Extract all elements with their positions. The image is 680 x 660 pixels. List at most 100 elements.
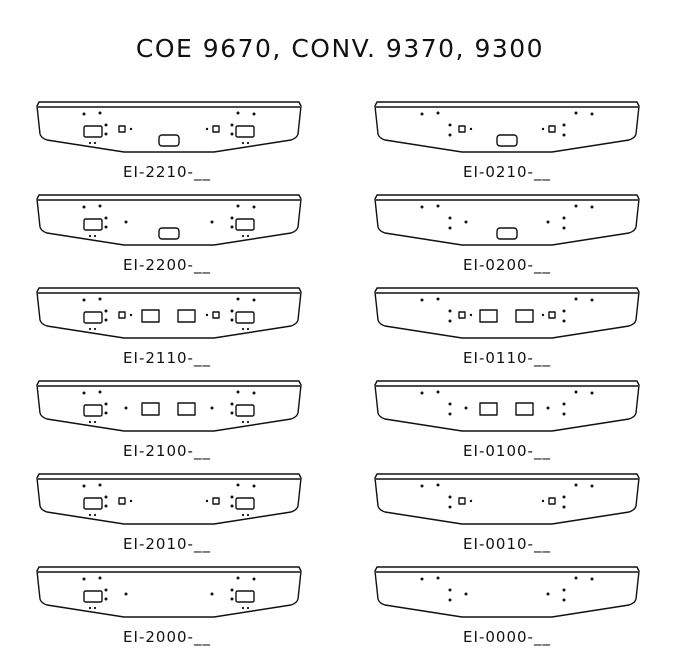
mounting-hole xyxy=(93,420,97,424)
license-oval-slot xyxy=(496,134,518,147)
marker-light-square xyxy=(118,497,126,505)
mounting-hole xyxy=(448,226,452,230)
bumper-panel: EI-2200-__ xyxy=(36,193,302,281)
mounting-hole xyxy=(562,588,566,592)
mounting-hole xyxy=(104,597,108,601)
mounting-holes xyxy=(420,576,594,602)
bumper-outline xyxy=(374,101,640,153)
mounting-hole xyxy=(252,577,256,581)
mounting-hole xyxy=(236,576,240,580)
bumper-drawing xyxy=(374,101,640,153)
mounting-hole xyxy=(236,483,240,487)
mounting-hole xyxy=(562,598,566,602)
mounting-hole xyxy=(448,412,452,416)
mounting-hole xyxy=(129,313,133,317)
mounting-hole xyxy=(82,298,86,302)
mounting-holes xyxy=(82,204,256,238)
mounting-holes xyxy=(82,483,256,517)
page-title: COE 9670, CONV. 9370, 9300 xyxy=(135,34,545,63)
mounting-hole xyxy=(562,216,566,220)
license-oval-slot xyxy=(496,227,518,240)
center-light-box xyxy=(515,402,534,416)
mounting-hole xyxy=(436,297,440,301)
mounting-holes xyxy=(82,576,256,610)
center-light-box xyxy=(479,309,498,323)
mounting-hole xyxy=(241,606,245,610)
bumper-outline xyxy=(374,194,640,246)
bumper-panel: EI-0000-__ xyxy=(374,565,640,653)
mounting-hole xyxy=(104,216,108,220)
mounting-hole xyxy=(236,204,240,208)
marker-light-square xyxy=(212,125,220,133)
mounting-hole xyxy=(448,402,452,406)
part-number-label: EI-2000-__ xyxy=(123,628,211,646)
bumper-panel: EI-0100-__ xyxy=(374,379,640,467)
mounting-hole xyxy=(230,309,234,313)
mounting-hole xyxy=(129,499,133,503)
mounting-hole xyxy=(93,513,97,517)
bumper-outline xyxy=(36,473,302,525)
bumper-panel: EI-2100-__ xyxy=(36,379,302,467)
marker-light-square xyxy=(458,311,466,319)
mounting-hole xyxy=(104,123,108,127)
center-light-box xyxy=(141,309,160,323)
mounting-hole xyxy=(246,606,250,610)
mounting-hole xyxy=(574,483,578,487)
bumper-panel: EI-0200-__ xyxy=(374,193,640,281)
center-light-box xyxy=(177,309,196,323)
part-number-label: EI-0200-__ xyxy=(463,256,551,274)
mounting-hole xyxy=(464,592,468,596)
marker-light-square xyxy=(118,125,126,133)
mounting-hole xyxy=(436,483,440,487)
mounting-hole xyxy=(104,495,108,499)
mounting-hole xyxy=(469,313,473,317)
marker-light-square xyxy=(548,497,556,505)
bumper-outline xyxy=(374,473,640,525)
side-light-box xyxy=(83,311,103,324)
bumper-drawing xyxy=(374,287,640,339)
bumper-outline xyxy=(36,287,302,339)
bumper-panel: EI-0210-__ xyxy=(374,100,640,188)
mounting-holes xyxy=(82,297,256,331)
mounting-hole xyxy=(562,309,566,313)
bumper-panel: EI-0010-__ xyxy=(374,472,640,560)
part-number-label: EI-0100-__ xyxy=(463,442,551,460)
mounting-hole xyxy=(230,504,234,508)
mounting-hole xyxy=(252,205,256,209)
bumper-outline xyxy=(36,566,302,618)
bumper-drawing xyxy=(36,101,302,153)
mounting-hole xyxy=(420,298,424,302)
bumper-drawing xyxy=(374,566,640,618)
part-number-label: EI-2100-__ xyxy=(123,442,211,460)
side-light-box xyxy=(235,497,255,510)
bumper-drawing xyxy=(374,380,640,432)
mounting-hole xyxy=(230,588,234,592)
mounting-hole xyxy=(420,577,424,581)
marker-light-square xyxy=(212,497,220,505)
mounting-hole xyxy=(448,216,452,220)
part-number-label: EI-2210-__ xyxy=(123,163,211,181)
bumper-outline xyxy=(36,380,302,432)
mounting-hole xyxy=(124,592,128,596)
mounting-hole xyxy=(104,225,108,229)
side-light-box xyxy=(83,125,103,138)
mounting-hole xyxy=(448,133,452,137)
mounting-hole xyxy=(88,234,92,238)
mounting-hole xyxy=(230,225,234,229)
mounting-hole xyxy=(546,220,550,224)
mounting-holes xyxy=(420,297,594,323)
mounting-hole xyxy=(574,204,578,208)
bumper-panel: EI-2000-__ xyxy=(36,565,302,653)
mounting-hole xyxy=(230,318,234,322)
bumper-panel: EI-2210-__ xyxy=(36,100,302,188)
bumper-panel: EI-2110-__ xyxy=(36,286,302,374)
side-light-box xyxy=(235,125,255,138)
mounting-hole xyxy=(562,319,566,323)
side-light-box xyxy=(83,218,103,231)
mounting-hole xyxy=(205,313,209,317)
mounting-hole xyxy=(236,111,240,115)
mounting-hole xyxy=(541,499,545,503)
mounting-hole xyxy=(590,205,594,209)
mounting-hole xyxy=(93,141,97,145)
mounting-holes xyxy=(82,390,256,424)
